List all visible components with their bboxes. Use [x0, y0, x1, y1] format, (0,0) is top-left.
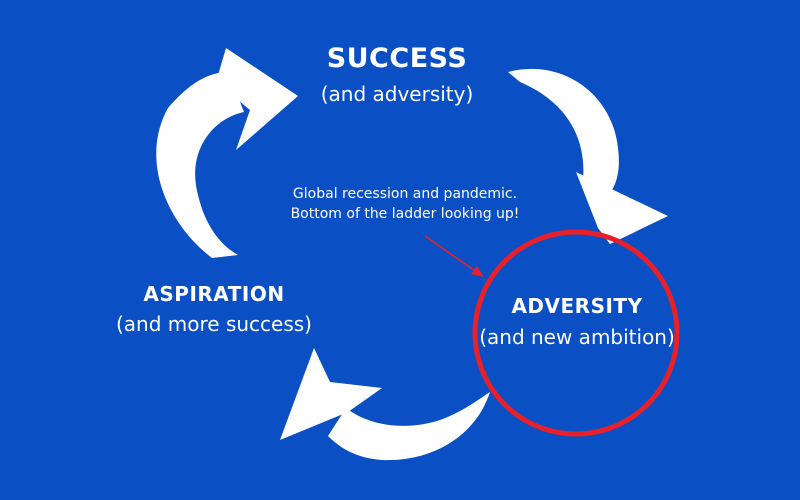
node-aspiration: ASPIRATION (and more success) [116, 282, 312, 336]
annotation-line-2: Bottom of the ladder looking up! [290, 206, 520, 222]
pointer-line [424, 235, 479, 274]
arrow-adversity-to-aspiration [280, 348, 490, 461]
annotation-line-1: Global recession and pandemic. [292, 186, 518, 202]
node-aspiration-subtitle: (and more success) [116, 312, 312, 336]
annotation-note: Global recession and pandemic. Bottom of… [291, 184, 520, 224]
arrow-success-to-adversity [508, 68, 668, 244]
arrow-aspiration-to-success [156, 48, 298, 258]
node-success: SUCCESS (and adversity) [321, 43, 474, 106]
arrow-shaft [156, 72, 244, 258]
node-adversity-title: ADVERSITY [511, 294, 643, 318]
arrow-shaft [328, 392, 490, 461]
node-adversity: ADVERSITY (and new ambition) [479, 294, 675, 349]
arrow-shaft [508, 68, 619, 196]
pointer-arrow [424, 235, 484, 277]
node-aspiration-title: ASPIRATION [143, 282, 285, 306]
arrow-head [576, 172, 668, 244]
node-success-title: SUCCESS [326, 43, 468, 74]
arrow-head [216, 48, 298, 150]
highlight-circle [472, 229, 680, 437]
node-success-subtitle: (and adversity) [320, 82, 474, 106]
arrow-head [280, 348, 382, 440]
node-adversity-subtitle: (and new ambition) [479, 325, 675, 349]
pointer-head [471, 266, 484, 277]
